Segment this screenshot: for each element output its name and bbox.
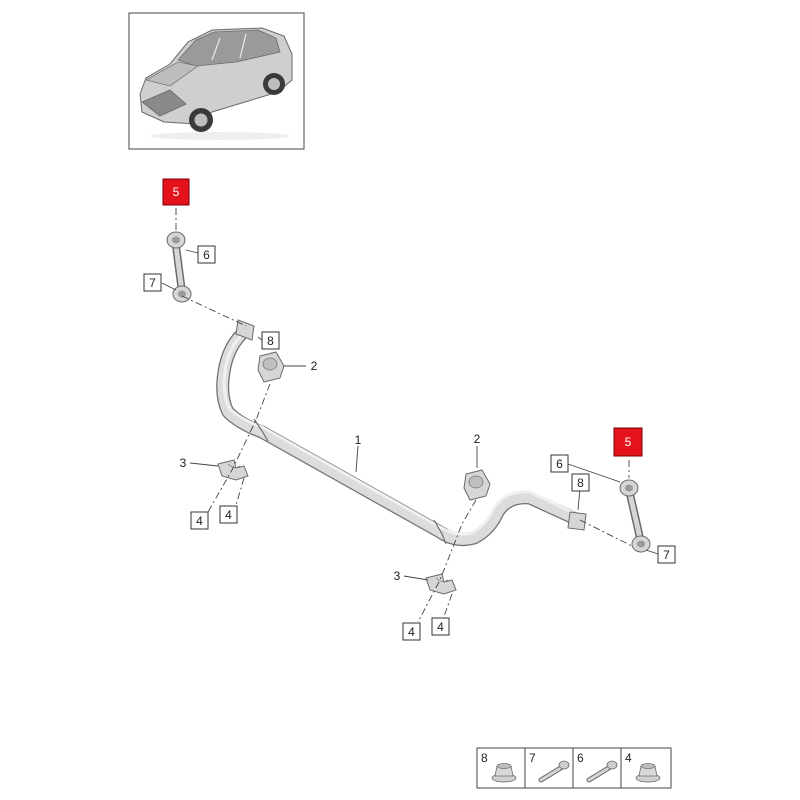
svg-text:4: 4 bbox=[437, 620, 444, 634]
bolt-icon bbox=[586, 760, 618, 783]
callout-bolt-right[interactable]: 7 bbox=[657, 545, 676, 564]
callout-clamp-left[interactable]: 3 bbox=[180, 456, 187, 470]
svg-text:7: 7 bbox=[663, 548, 670, 562]
assembly-axis-lines bbox=[175, 208, 633, 623]
coupling-link-right bbox=[619, 479, 651, 553]
coupling-link-left bbox=[166, 231, 192, 303]
suv-car-icon bbox=[139, 27, 293, 140]
bolt-icon bbox=[538, 760, 570, 783]
callout-screw-right-b[interactable]: 4 bbox=[431, 617, 450, 636]
svg-text:4: 4 bbox=[225, 508, 232, 522]
svg-text:5: 5 bbox=[173, 185, 180, 199]
flange-nut-icon bbox=[491, 763, 517, 783]
svg-text:6: 6 bbox=[556, 457, 563, 471]
svg-text:4: 4 bbox=[196, 514, 203, 528]
rubber-bushing-left bbox=[257, 351, 285, 383]
legend-item-7[interactable]: 7 bbox=[529, 751, 570, 783]
callout-lock-nut-right[interactable]: 8 bbox=[571, 473, 590, 492]
rubber-bushing-right bbox=[463, 469, 491, 501]
leader-lines bbox=[161, 249, 659, 581]
hardware-legend: 8 7 6 4 bbox=[476, 747, 672, 789]
svg-text:8: 8 bbox=[481, 751, 488, 765]
vehicle-thumbnail bbox=[128, 12, 305, 150]
callout-screw-right-a[interactable]: 4 bbox=[402, 622, 421, 641]
svg-text:8: 8 bbox=[577, 476, 584, 490]
svg-text:7: 7 bbox=[149, 276, 156, 290]
svg-text:4: 4 bbox=[408, 625, 415, 639]
svg-text:7: 7 bbox=[529, 751, 536, 765]
legend-item-6[interactable]: 6 bbox=[577, 751, 618, 783]
callout-clamp-right[interactable]: 3 bbox=[394, 569, 401, 583]
clamp-bracket-right bbox=[425, 573, 457, 595]
svg-text:4: 4 bbox=[625, 751, 632, 765]
clamp-bracket-left bbox=[217, 459, 249, 481]
callout-link-left[interactable]: 5 bbox=[162, 178, 190, 206]
callout-stabilizer-bar[interactable]: 1 bbox=[355, 433, 362, 447]
legend-item-8[interactable]: 8 bbox=[481, 751, 517, 783]
callout-nut-left[interactable]: 6 bbox=[197, 245, 216, 264]
legend-item-4[interactable]: 4 bbox=[625, 751, 661, 783]
callout-bushing-left[interactable]: 2 bbox=[311, 359, 318, 373]
svg-text:6: 6 bbox=[577, 751, 584, 765]
callout-nut-right[interactable]: 6 bbox=[550, 454, 569, 473]
flange-nut-icon bbox=[635, 763, 661, 783]
svg-text:6: 6 bbox=[203, 248, 210, 262]
callout-bolt-left[interactable]: 7 bbox=[143, 273, 162, 292]
stabilizer-bar bbox=[216, 319, 587, 546]
callout-lock-nut-left[interactable]: 8 bbox=[261, 331, 280, 350]
callout-screw-left-a[interactable]: 4 bbox=[190, 511, 209, 530]
callout-link-right[interactable]: 5 bbox=[613, 427, 643, 457]
svg-text:8: 8 bbox=[267, 334, 274, 348]
callout-screw-left-b[interactable]: 4 bbox=[219, 505, 238, 524]
svg-text:5: 5 bbox=[625, 435, 632, 449]
callout-bushing-right[interactable]: 2 bbox=[474, 432, 481, 446]
